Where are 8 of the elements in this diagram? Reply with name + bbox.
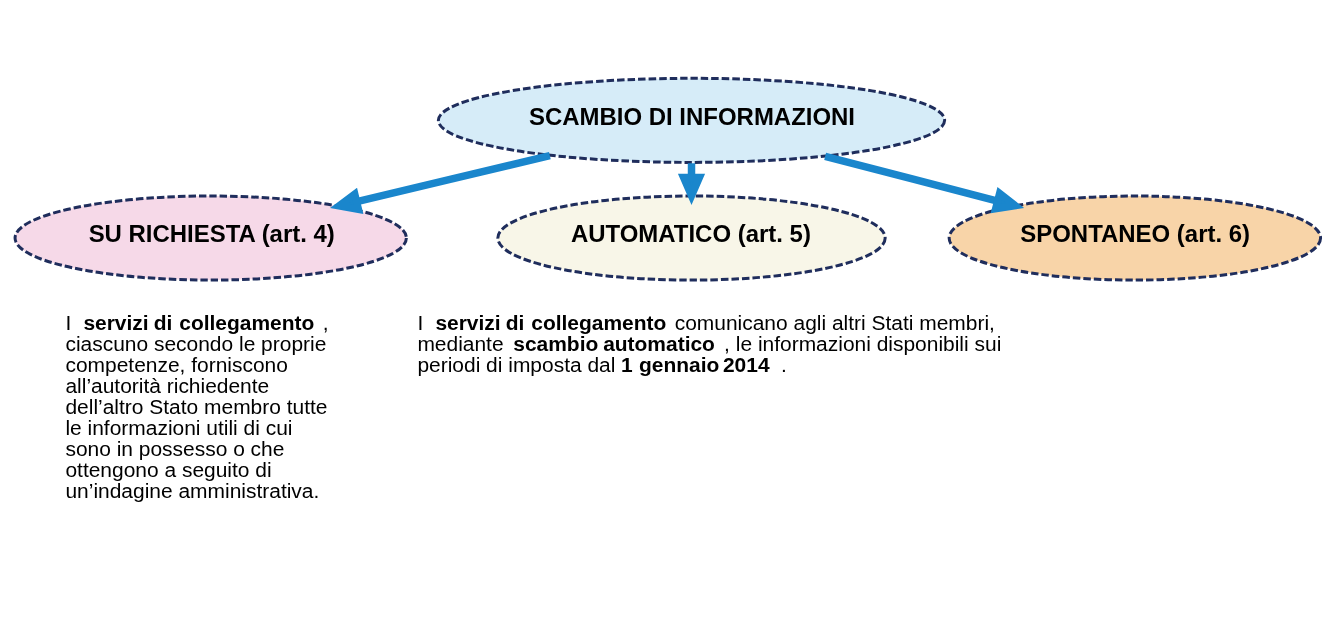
node-ellipse: SU RICHIESTA (art. 4) — [13, 194, 408, 282]
node-label: I servizi di collegamento, ciascuno secondo le proprie competenze, forniscono all’autorità richiedente dell’altro Stato membro tutte le informazioni utili di cui sono in possesso o che ottengono a seguito di un’indagine amministrativa. — [65, 311, 329, 502]
arrow — [330, 152, 551, 215]
arrow — [824, 152, 1025, 214]
node-ellipse: SPONTANEO (art. 6) — [947, 194, 1323, 282]
node-label: I servizi di collegamento comunicano agli altri Stati membri, mediante scambio automatico, le informazioni disponibili sui periodi di imposta dal 1 gennaio 2014. — [417, 311, 1002, 377]
node-ellipse: SCAMBIO DI INFORMAZIONI — [436, 76, 947, 164]
node-ellipse: AUTOMATICO (art. 5) — [496, 194, 887, 282]
